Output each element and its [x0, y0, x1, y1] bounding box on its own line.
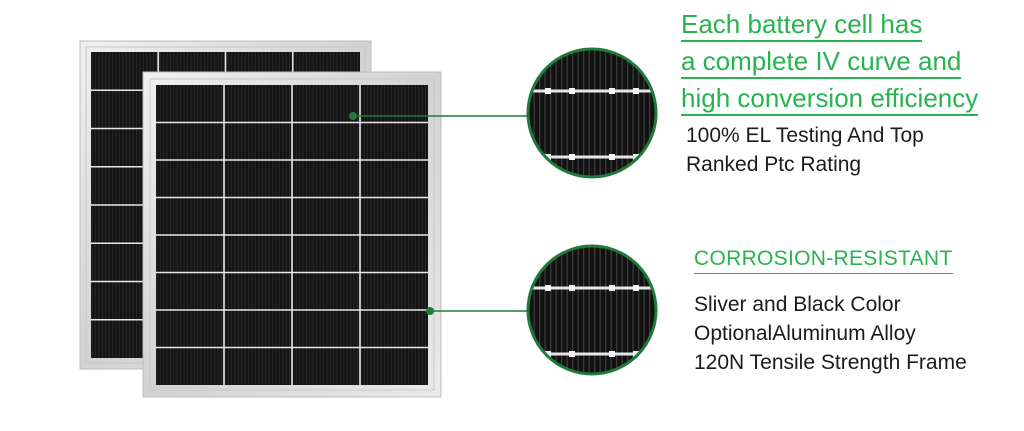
headline-line: Each battery cell has — [681, 9, 923, 42]
zoom-busbar-joint — [609, 88, 615, 94]
zoom-busbar-joint — [545, 285, 551, 291]
zoom-busbar-joint — [569, 154, 575, 160]
zoom-busbar-joint — [545, 351, 551, 357]
corrosion-resistant-tag: CORROSION-RESISTANT — [694, 247, 953, 274]
zoom-busbar-joint — [569, 351, 575, 357]
headline-line: a complete IV curve and — [681, 46, 962, 79]
front-solar-panel — [142, 71, 442, 398]
zoom-busbar-joint — [633, 154, 639, 160]
zoom-busbar-joint — [569, 88, 575, 94]
detail-line: 120N Tensile Strength Frame — [694, 351, 967, 374]
callout-line-frame — [426, 307, 528, 315]
zoom-busbar-joint — [545, 154, 551, 160]
callout-line-cells — [349, 112, 528, 120]
zoom-circle-frame — [526, 244, 658, 376]
detail-line: Ranked Ptc Rating — [686, 153, 862, 176]
detail-line: Sliver and Black Color — [694, 293, 901, 316]
zoom-busbar-joint — [609, 154, 615, 160]
zoom-busbar-joint — [609, 351, 615, 357]
detail-line: 100% EL Testing And Top — [686, 124, 924, 147]
zoom-busbar-joint — [633, 88, 639, 94]
zoom-busbar-joint — [633, 285, 639, 291]
zoom-busbar-joint — [569, 285, 575, 291]
detail-line: OptionalAluminum Alloy — [694, 322, 916, 345]
feature-detail-cells: 100% EL Testing And Top Ranked Ptc Ratin… — [686, 121, 924, 179]
headline-line: high conversion efficiency — [681, 83, 979, 116]
feature-detail-frame: Sliver and Black Color OptionalAluminum … — [694, 290, 967, 377]
zoom-busbar-joint — [609, 285, 615, 291]
feature-headline: Each battery cell has a complete IV curv… — [681, 6, 1021, 117]
zoom-busbar-joint — [545, 88, 551, 94]
zoom-circle-cells — [526, 47, 658, 179]
zoom-busbar-joint — [633, 351, 639, 357]
